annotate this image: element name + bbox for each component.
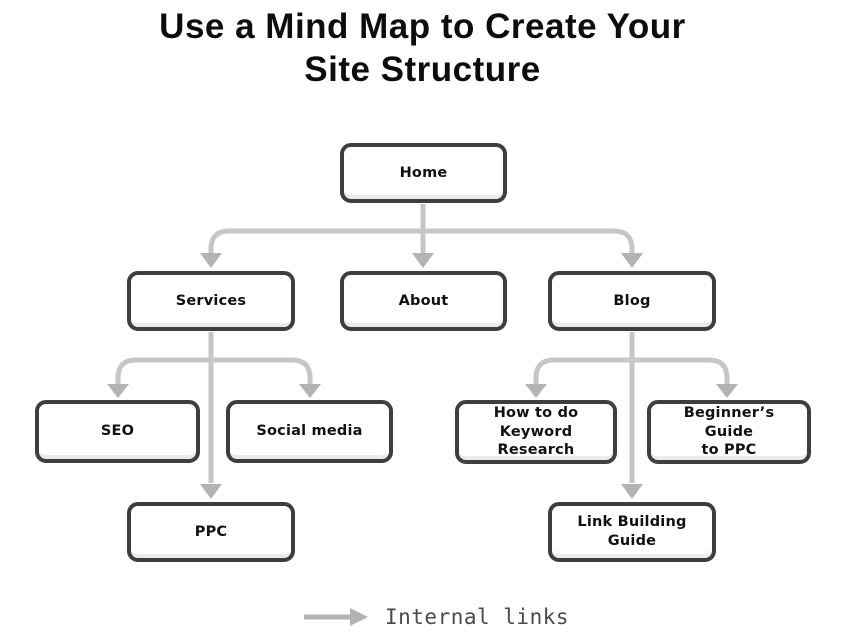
- arrowhead-to-keyword-research: [525, 384, 547, 398]
- legend-label: Internal links: [385, 605, 570, 629]
- node-beginners-guide: Beginner’s Guide to PPC: [647, 400, 811, 464]
- node-link-building: Link Building Guide: [548, 502, 716, 562]
- node-services: Services: [127, 271, 295, 331]
- node-seo: SEO: [35, 400, 200, 463]
- arrowhead-to-ppc: [200, 484, 222, 499]
- node-label-blog: Blog: [613, 292, 651, 309]
- node-label-link-building: Link Building Guide: [577, 514, 687, 549]
- arrowhead-to-services: [200, 253, 222, 268]
- arrowhead-to-social-media: [299, 384, 321, 398]
- node-blog: Blog: [548, 271, 716, 331]
- node-about: About: [340, 271, 507, 331]
- node-label-social-media: Social media: [256, 423, 363, 440]
- arrowhead-to-about: [412, 253, 434, 268]
- node-label-beginners-guide: Beginner’s Guide to PPC: [683, 404, 775, 459]
- connector-home-branch-bar: [208, 228, 635, 256]
- arrowhead-to-link-building: [621, 484, 643, 499]
- node-label-services: Services: [175, 292, 247, 309]
- node-keyword-research: How to do Keyword Research: [455, 400, 617, 464]
- legend: Internal links: [302, 601, 569, 633]
- node-label-seo: SEO: [100, 423, 135, 440]
- node-label-home: Home: [399, 164, 448, 181]
- arrowhead-to-seo: [107, 384, 129, 398]
- node-social-media: Social media: [226, 400, 393, 463]
- node-ppc: PPC: [127, 502, 295, 562]
- right-arrow-icon: [304, 608, 368, 626]
- node-label-keyword-research: How to do Keyword Research: [493, 404, 579, 459]
- node-label-ppc: PPC: [194, 523, 228, 540]
- arrowhead-to-beginners-guide: [716, 384, 738, 398]
- arrowhead-to-blog: [621, 253, 643, 268]
- connector-blog-branch-bar: [533, 357, 730, 384]
- connector-services-branch-bar: [115, 357, 313, 384]
- node-label-about: About: [398, 292, 449, 309]
- page-title: Use a Mind Map to Create Your Site Struc…: [159, 7, 686, 89]
- node-home: Home: [340, 143, 507, 203]
